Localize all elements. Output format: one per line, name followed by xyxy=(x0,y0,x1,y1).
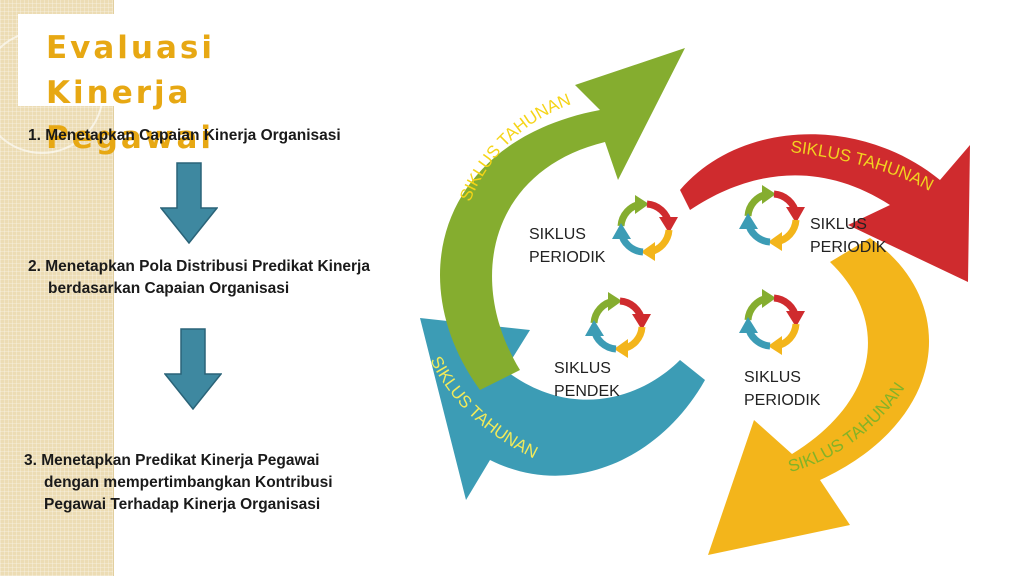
cycle-label-3-line-2: PENDEK xyxy=(554,383,620,400)
down-arrow-icon xyxy=(164,328,222,410)
step-2-number: 2. xyxy=(28,258,41,275)
green-cycle-arrow xyxy=(440,48,685,390)
title-line-1: Evaluasi Kinerja xyxy=(46,30,215,111)
mini-cycle-icon xyxy=(739,185,805,251)
cycle-label-4-line-1: SIKLUS xyxy=(744,369,801,386)
cycle-label-3-line-1: SIKLUS xyxy=(554,360,611,377)
red-cycle-arrow xyxy=(680,134,970,282)
step-2: 2. Menetapkan Pola Distribusi Predikat K… xyxy=(28,256,370,300)
cycle-label-4: SIKLUS PERIODIK xyxy=(744,366,820,412)
title-line-2: Pegawai xyxy=(46,120,215,156)
mini-cycle-icon xyxy=(739,289,805,355)
yellow-cycle-arrow xyxy=(708,238,930,555)
mini-cycle-icon xyxy=(612,195,678,261)
step-2-line-2: berdasarkan Capaian Organisasi xyxy=(48,280,290,297)
cycle-label-1-line-2: PERIODIK xyxy=(529,249,606,266)
cycle-label-1-line-1: SIKLUS xyxy=(529,226,586,243)
step-3-line-3: Pegawai Terhadap Kinerja Organisasi xyxy=(44,496,321,513)
cycle-label-2-line-2: PERIODIK xyxy=(810,239,887,256)
step-3-line-2: dengan mempertimbangkan Kontribusi xyxy=(44,474,333,491)
step-1-line-1: Menetapkan Capaian Kinerja Organisasi xyxy=(45,127,341,144)
step-1: 1. Menetapkan Capaian Kinerja Organisasi xyxy=(28,125,341,147)
cycle-label-3: SIKLUS PENDEK xyxy=(554,357,620,403)
page-title: Evaluasi Kinerja Pegawai xyxy=(46,26,363,161)
cycle-label-2-line-1: SIKLUS xyxy=(810,216,867,233)
step-3-number: 3. xyxy=(24,452,37,469)
step-2-line-1: Menetapkan Pola Distribusi Predikat Kine… xyxy=(45,258,370,275)
mini-cycle-icon xyxy=(585,292,651,358)
down-arrow-icon xyxy=(160,162,218,244)
cycle-label-2: SIKLUS PERIODIK xyxy=(810,213,886,259)
cycle-label-4-line-2: PERIODIK xyxy=(744,392,821,409)
cycle-label-1: SIKLUS PERIODIK xyxy=(529,223,605,269)
step-3: 3. Menetapkan Predikat Kinerja Pegawai d… xyxy=(24,450,333,516)
title-box: Evaluasi Kinerja Pegawai xyxy=(18,14,363,156)
step-3-line-1: Menetapkan Predikat Kinerja Pegawai xyxy=(41,452,320,469)
step-1-number: 1. xyxy=(28,127,41,144)
